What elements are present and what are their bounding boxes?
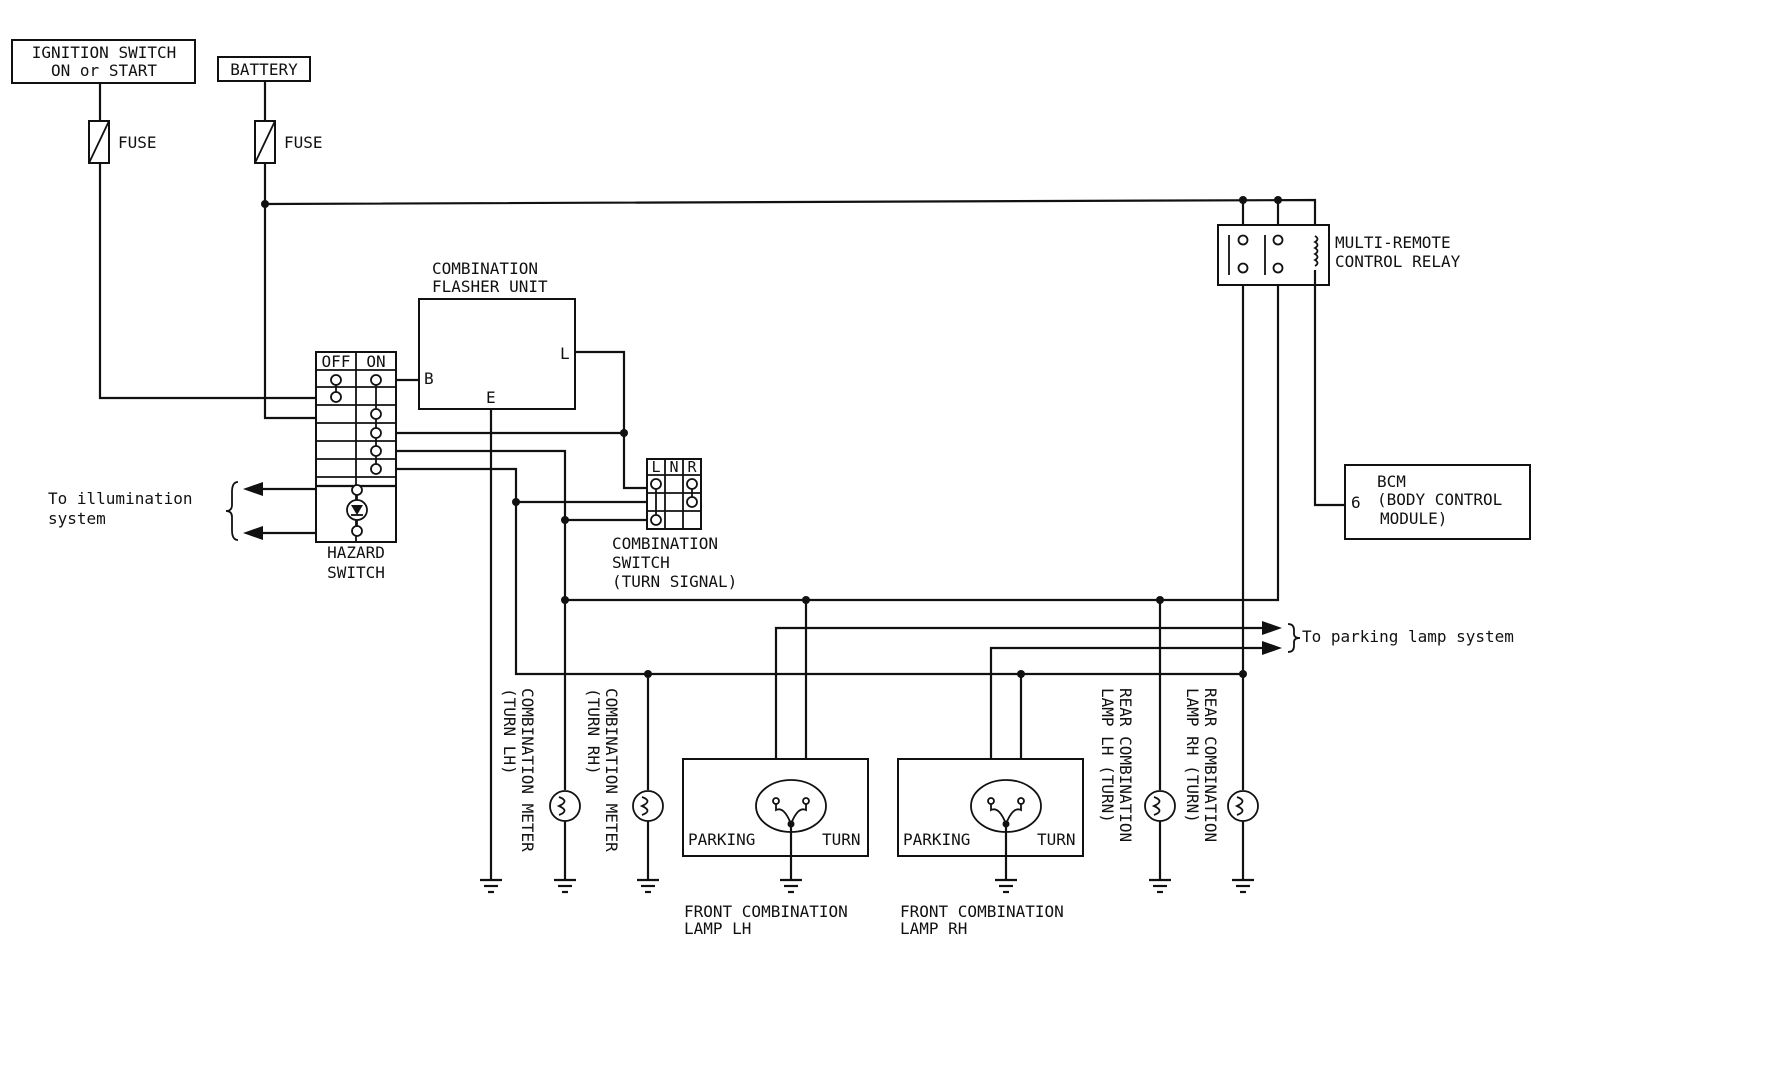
dual-filament-bulb-icon [970,779,1042,833]
dual-filament-bulb-icon [755,779,827,833]
hazard-off-label: OFF [322,352,351,371]
power-wires [98,81,1317,420]
hazard-switch: OFF ON HAZARD SWITCH [315,351,397,582]
rear-rh-label-line1: REAR COMBINATION [1201,688,1220,842]
ground-icon [480,878,502,894]
bcm-box: BCM (BODY CONTROL MODULE) 6 [1344,464,1531,540]
combination-switch-label-line3: (TURN SIGNAL) [612,572,737,591]
flasher-pin-l: L [560,344,570,363]
meter-rh-label-line1: COMBINATION METER [602,688,621,852]
ground-icon [780,878,802,894]
front-combination-lamp-lh: PARKING TURN FRONT COMBINATION LAMP LH [682,758,869,938]
combination-meter-lh: COMBINATION METER (TURN LH) [500,688,581,880]
rear-lh-label-line2: LAMP LH (TURN) [1098,688,1117,823]
turn-switch-l-label: L [651,458,660,476]
fuse-battery: FUSE [254,120,323,164]
lamp-bulb-icon [1144,790,1176,822]
ground-icon [1232,878,1254,894]
arrow-right-icon [1262,621,1282,635]
illumination-connection: To illumination system [48,481,316,541]
rear-combination-lamp-rh: REAR COMBINATION LAMP RH (TURN) [1183,688,1259,880]
rear-rh-label-line2: LAMP RH (TURN) [1183,688,1202,823]
front-rh-label-line1: FRONT COMBINATION [900,902,1064,921]
arrow-left-icon [243,482,263,496]
lamp-bulb-icon [549,790,581,822]
signal-wires: To parking lamp system [396,270,1514,880]
combination-flasher-unit: COMBINATION FLASHER UNIT B L E [418,259,576,410]
hazard-label-line2: SWITCH [327,563,385,582]
combination-switch-turn-signal: L N R COMBINATION SWITCH (TURN SIGNAL) [612,458,737,591]
flasher-label-line1: COMBINATION [432,259,538,278]
front-rh-parking-label: PARKING [903,830,970,849]
hazard-label-line1: HAZARD [327,543,385,562]
flasher-label-line2: FLASHER UNIT [432,277,548,296]
relay-label-line2: CONTROL RELAY [1335,252,1461,271]
hazard-on-label: ON [366,352,385,371]
bcm-label-line3: MODULE) [1380,509,1447,528]
ignition-label-line2: ON or START [51,61,157,80]
front-combination-lamp-rh: PARKING TURN FRONT COMBINATION LAMP RH [897,758,1084,938]
front-rh-label-line2: LAMP RH [900,919,967,938]
ground-icon [1149,878,1171,894]
lamp-bulb-icon [632,790,664,822]
ground-icon [637,878,659,894]
fuse-ignition-label: FUSE [118,133,157,152]
ground-icon [995,878,1017,894]
arrow-right-icon [1262,641,1282,655]
arrow-left-icon [243,526,263,540]
front-lh-turn-label: TURN [822,830,861,849]
front-lh-label-line1: FRONT COMBINATION [684,902,848,921]
fuse-ignition: FUSE [88,120,157,164]
bcm-label-line1: BCM [1377,472,1406,491]
front-lh-label-line2: LAMP LH [684,919,751,938]
combination-switch-label-line2: SWITCH [612,553,670,572]
bcm-label-line2: (BODY CONTROL [1377,490,1502,509]
combination-switch-label-line1: COMBINATION [612,534,718,553]
lamp-bulb-icon [1227,790,1259,822]
ignition-switch-box: IGNITION SWITCH ON or START [11,39,196,84]
fuse-battery-label: FUSE [284,133,323,152]
front-lh-parking-label: PARKING [688,830,755,849]
battery-box: BATTERY [217,56,311,82]
flasher-pin-e: E [486,388,496,407]
combination-meter-rh: COMBINATION METER (TURN RH) [584,688,664,880]
meter-lh-label-line1: COMBINATION METER [518,688,537,852]
battery-label: BATTERY [230,60,298,79]
meter-rh-label-line2: (TURN RH) [584,688,603,775]
meter-lh-label-line2: (TURN LH) [500,688,519,775]
ground-icon [554,878,576,894]
ground-symbols [480,878,1254,894]
relay-coil-icon [1313,235,1319,267]
illumination-label-line2: system [48,509,106,528]
relay-label-line1: MULTI-REMOTE [1335,233,1451,252]
ignition-label-line1: IGNITION SWITCH [32,43,177,62]
rear-lh-label-line1: REAR COMBINATION [1116,688,1135,842]
illumination-label-line1: To illumination [48,489,193,508]
turn-switch-n-label: N [669,458,678,476]
bcm-pin-6: 6 [1351,493,1361,512]
front-rh-turn-label: TURN [1037,830,1076,849]
rear-combination-lamp-lh: REAR COMBINATION LAMP LH (TURN) [1098,688,1176,880]
multi-remote-control-relay: MULTI-REMOTE CONTROL RELAY [1217,224,1461,286]
turn-switch-r-label: R [687,458,697,476]
parking-lamp-system-label: To parking lamp system [1302,627,1514,646]
flasher-pin-b: B [424,369,434,388]
